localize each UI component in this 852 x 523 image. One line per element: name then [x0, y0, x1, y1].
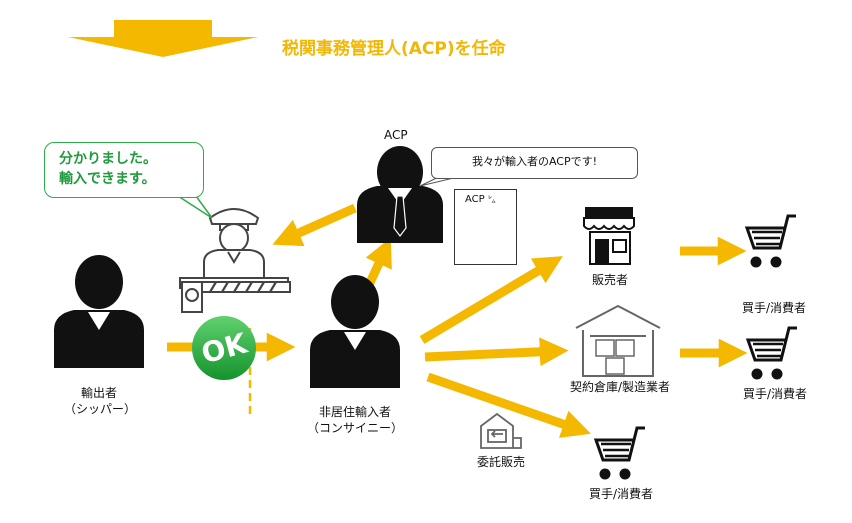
consignment-icon	[480, 412, 522, 449]
buyer-label-3: 買手/消費者	[588, 487, 654, 501]
importer-label-line-2: （コンサイニー）	[306, 421, 403, 435]
exporter-label-line-2: （シッパー）	[64, 402, 137, 416]
arrow-importer-to-warehouse	[424, 337, 569, 367]
acp-speech-bubble: 我々が輸入者のACPです!	[431, 147, 638, 179]
customs-speech-bubble: 分かりました。 輸入できます。	[44, 142, 204, 198]
buyer-label-1: 買手/消費者	[741, 301, 807, 315]
page-title: 税関事務管理人(ACP)を任命	[282, 39, 506, 59]
shopping-cart-icon-2	[745, 326, 797, 380]
warehouse-label: 契約倉庫/製造業者	[569, 380, 671, 394]
customs-bubble-tail	[175, 195, 213, 219]
importer-person-icon	[310, 275, 400, 388]
arrow-acp-to-customs	[272, 203, 357, 247]
acp-document-mark: ㍕	[487, 195, 496, 204]
exporter-person-icon	[54, 255, 144, 368]
exporter-label: 輸出者 （シッパー）	[64, 385, 137, 417]
ok-badge: OK	[192, 316, 256, 380]
acp-document: ACP ㍕	[454, 189, 517, 265]
arrow-importer-to-consignment	[426, 372, 591, 438]
arrow-importer-to-acp	[363, 237, 392, 289]
importer-label: 非居住輸入者 （コンサイニー）	[305, 404, 405, 436]
shop-icon	[583, 207, 635, 265]
acp-document-label: ACP	[465, 194, 485, 205]
shopping-cart-icon-1	[744, 214, 796, 268]
customs-officer-icon	[179, 208, 291, 313]
acp-person-icon	[357, 146, 443, 243]
exporter-label-line-1: 輸出者	[80, 386, 117, 400]
top-down-arrow-icon	[68, 20, 258, 57]
importer-label-line-1: 非居住輸入者	[318, 405, 391, 419]
acp-label: ACP	[384, 128, 408, 142]
arrow-importer-to-seller	[419, 256, 563, 344]
shopping-cart-icon-3	[593, 426, 645, 480]
customs-speech-line-2: 輸入できます。	[59, 171, 156, 187]
flow-arrows	[167, 203, 748, 438]
customs-speech-line-1: 分かりました。	[59, 151, 157, 167]
seller-label: 販売者	[591, 273, 628, 287]
consignment-label: 委託販売	[476, 455, 525, 469]
buyer-label-2: 買手/消費者	[742, 387, 808, 401]
warehouse-icon	[575, 304, 661, 377]
